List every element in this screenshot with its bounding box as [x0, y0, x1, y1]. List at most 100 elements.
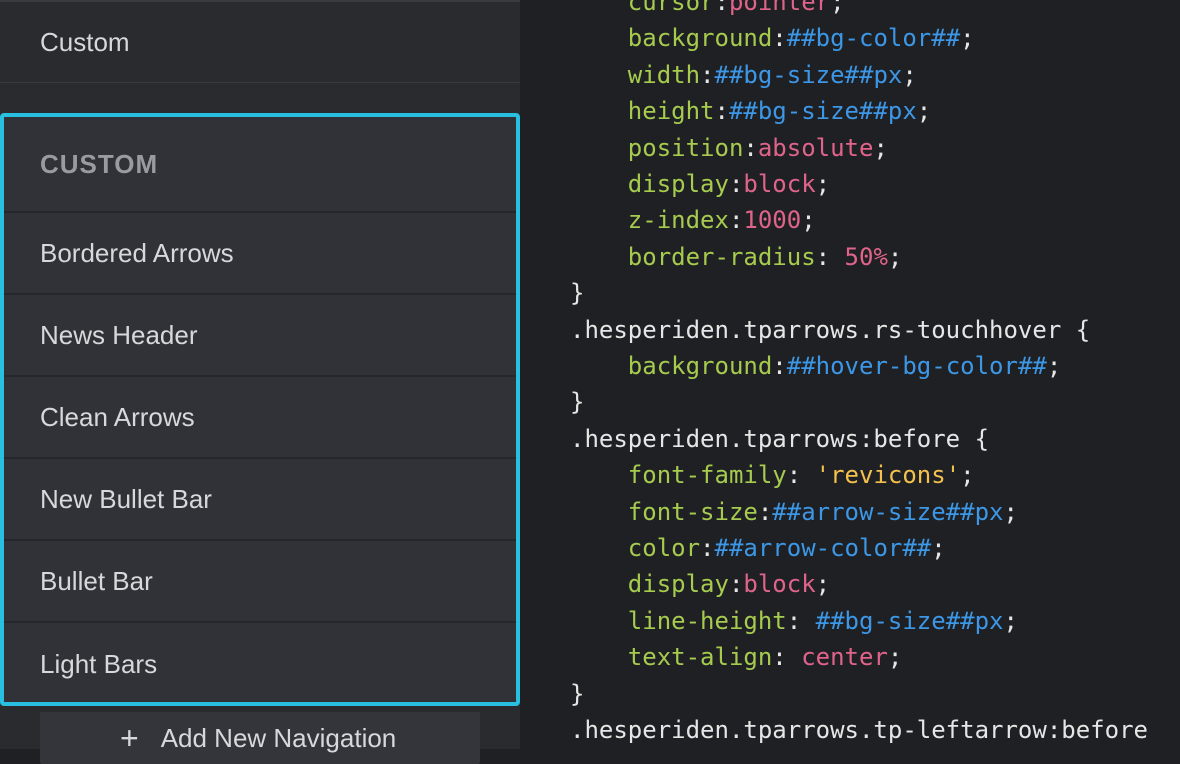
- code-indent: [570, 170, 628, 198]
- code-punctuation: ;: [960, 24, 975, 53]
- code-line: font-family: 'revicons';: [570, 457, 975, 493]
- code-text: .hesperiden.tparrows:before {: [570, 424, 990, 453]
- code-punctuation: :: [728, 570, 744, 599]
- code-punctuation: :: [728, 170, 744, 198]
- code-line: .hesperiden.tparrows.rs-touchhover {: [570, 312, 1090, 348]
- code-line: }: [570, 676, 584, 712]
- css-property: color: [627, 534, 701, 562]
- code-indent: [570, 0, 628, 16]
- code-line: text-align: center;: [570, 639, 903, 675]
- code-punctuation: :: [700, 60, 715, 89]
- css-value: 50%: [844, 242, 888, 271]
- css-property: font-size: [627, 497, 758, 526]
- code-line: .hesperiden.tparrows:before {: [570, 421, 989, 457]
- code-punctuation: ;: [815, 170, 831, 198]
- css-value: block: [743, 170, 816, 198]
- css-value: 'revicons': [815, 461, 961, 490]
- code-text: }: [570, 279, 585, 308]
- code-indent: [570, 461, 628, 489]
- nav-item-new-bullet-bar[interactable]: New Bullet Bar: [4, 459, 516, 541]
- custom-navigation-group: CUSTOM Bordered Arrows News Header Clean…: [0, 113, 520, 706]
- code-indent: [570, 643, 628, 671]
- code-line: background:##bg-color##;: [570, 20, 975, 56]
- nav-item-bullet-bar[interactable]: Bullet Bar: [4, 541, 516, 623]
- code-indent: [570, 61, 628, 89]
- code-text: }: [570, 388, 585, 417]
- code-punctuation: :: [728, 206, 744, 235]
- code-indent: [570, 24, 628, 52]
- code-line: border-radius: 50%;: [570, 239, 903, 275]
- css-property: display: [627, 570, 729, 599]
- css-value: ##bg-size##px: [714, 60, 903, 89]
- css-property: border-radius: [627, 242, 816, 271]
- nav-item-light-bars[interactable]: Light Bars: [4, 623, 516, 705]
- css-value: ##arrow-size##px: [772, 497, 1004, 526]
- css-property: display: [627, 170, 729, 198]
- code-punctuation: ;: [960, 461, 975, 490]
- code-punctuation: :: [714, 0, 729, 16]
- code-text: .hesperiden.tparrows.rs-touchhover {: [570, 315, 1091, 344]
- css-property: z-index: [627, 206, 729, 235]
- code-line: }: [570, 275, 584, 311]
- code-punctuation: :: [786, 461, 816, 490]
- code-indent: [570, 352, 628, 380]
- code-indent: [570, 97, 628, 125]
- code-line: cursor:pointer;: [570, 0, 845, 20]
- css-value: pointer: [728, 0, 831, 16]
- code-text: }: [570, 679, 585, 708]
- code-indent: [570, 243, 628, 271]
- nav-item-news-header[interactable]: News Header: [4, 295, 516, 377]
- nav-item-bordered-arrows[interactable]: Bordered Arrows: [4, 213, 516, 295]
- nav-item-clean-arrows[interactable]: Clean Arrows: [4, 377, 516, 459]
- css-property: position: [627, 133, 744, 162]
- code-punctuation: :: [786, 606, 816, 635]
- code-punctuation: ;: [916, 97, 932, 126]
- css-property: font-family: [627, 461, 787, 490]
- code-punctuation: ;: [931, 534, 946, 562]
- nav-item-label: Clean Arrows: [40, 401, 195, 432]
- css-property: cursor: [627, 0, 715, 16]
- css-value: block: [743, 570, 816, 599]
- code-line: z-index:1000;: [570, 202, 816, 238]
- css-value: 1000: [743, 206, 802, 235]
- code-indent: [570, 607, 628, 635]
- code-indent: [570, 570, 628, 598]
- code-line: display:block;: [570, 566, 830, 602]
- code-line: }: [570, 384, 584, 420]
- code-punctuation: ;: [1003, 497, 1018, 526]
- code-punctuation: ;: [902, 60, 917, 89]
- code-indent: [570, 534, 628, 562]
- plus-icon: +: [120, 720, 139, 756]
- css-value: ##bg-size##px: [815, 606, 1004, 635]
- code-punctuation: ;: [1003, 606, 1018, 635]
- css-value: ##hover-bg-color##: [786, 352, 1047, 380]
- nav-item-label: Custom: [40, 26, 130, 57]
- code-punctuation: :: [700, 534, 715, 562]
- code-punctuation: ;: [801, 206, 816, 235]
- code-punctuation: :: [815, 242, 845, 271]
- css-property: background: [627, 352, 773, 380]
- code-indent: [570, 206, 628, 234]
- group-header: CUSTOM: [4, 117, 516, 213]
- code-punctuation: ;: [887, 242, 903, 271]
- code-line: width:##bg-size##px;: [570, 57, 917, 93]
- nav-item-custom[interactable]: Custom: [0, 0, 520, 83]
- code-line: position:absolute;: [570, 130, 888, 166]
- css-property: line-height: [627, 606, 787, 635]
- code-punctuation: :: [772, 352, 787, 380]
- css-property: width: [627, 60, 701, 89]
- css-value: center: [801, 643, 888, 672]
- add-new-navigation-button[interactable]: + Add New Navigation: [40, 712, 480, 764]
- sidebar: Custom CUSTOM Bordered Arrows News Heade…: [0, 0, 520, 764]
- code-line: color:##arrow-color##;: [570, 530, 946, 566]
- code-punctuation: ;: [887, 643, 903, 672]
- code-punctuation: ;: [1046, 352, 1062, 380]
- css-value: absolute: [757, 133, 874, 162]
- css-code-editor[interactable]: cursor:pointer; background:##bg-color##;…: [520, 0, 1180, 749]
- nav-item-label: Bordered Arrows: [40, 237, 234, 268]
- nav-item-label: Light Bars: [40, 648, 158, 679]
- code-punctuation: :: [714, 97, 729, 126]
- code-line: height:##bg-size##px;: [570, 93, 931, 129]
- code-punctuation: ;: [873, 133, 888, 162]
- code-line: .hesperiden.tparrows.tp-leftarrow:before: [570, 712, 1148, 748]
